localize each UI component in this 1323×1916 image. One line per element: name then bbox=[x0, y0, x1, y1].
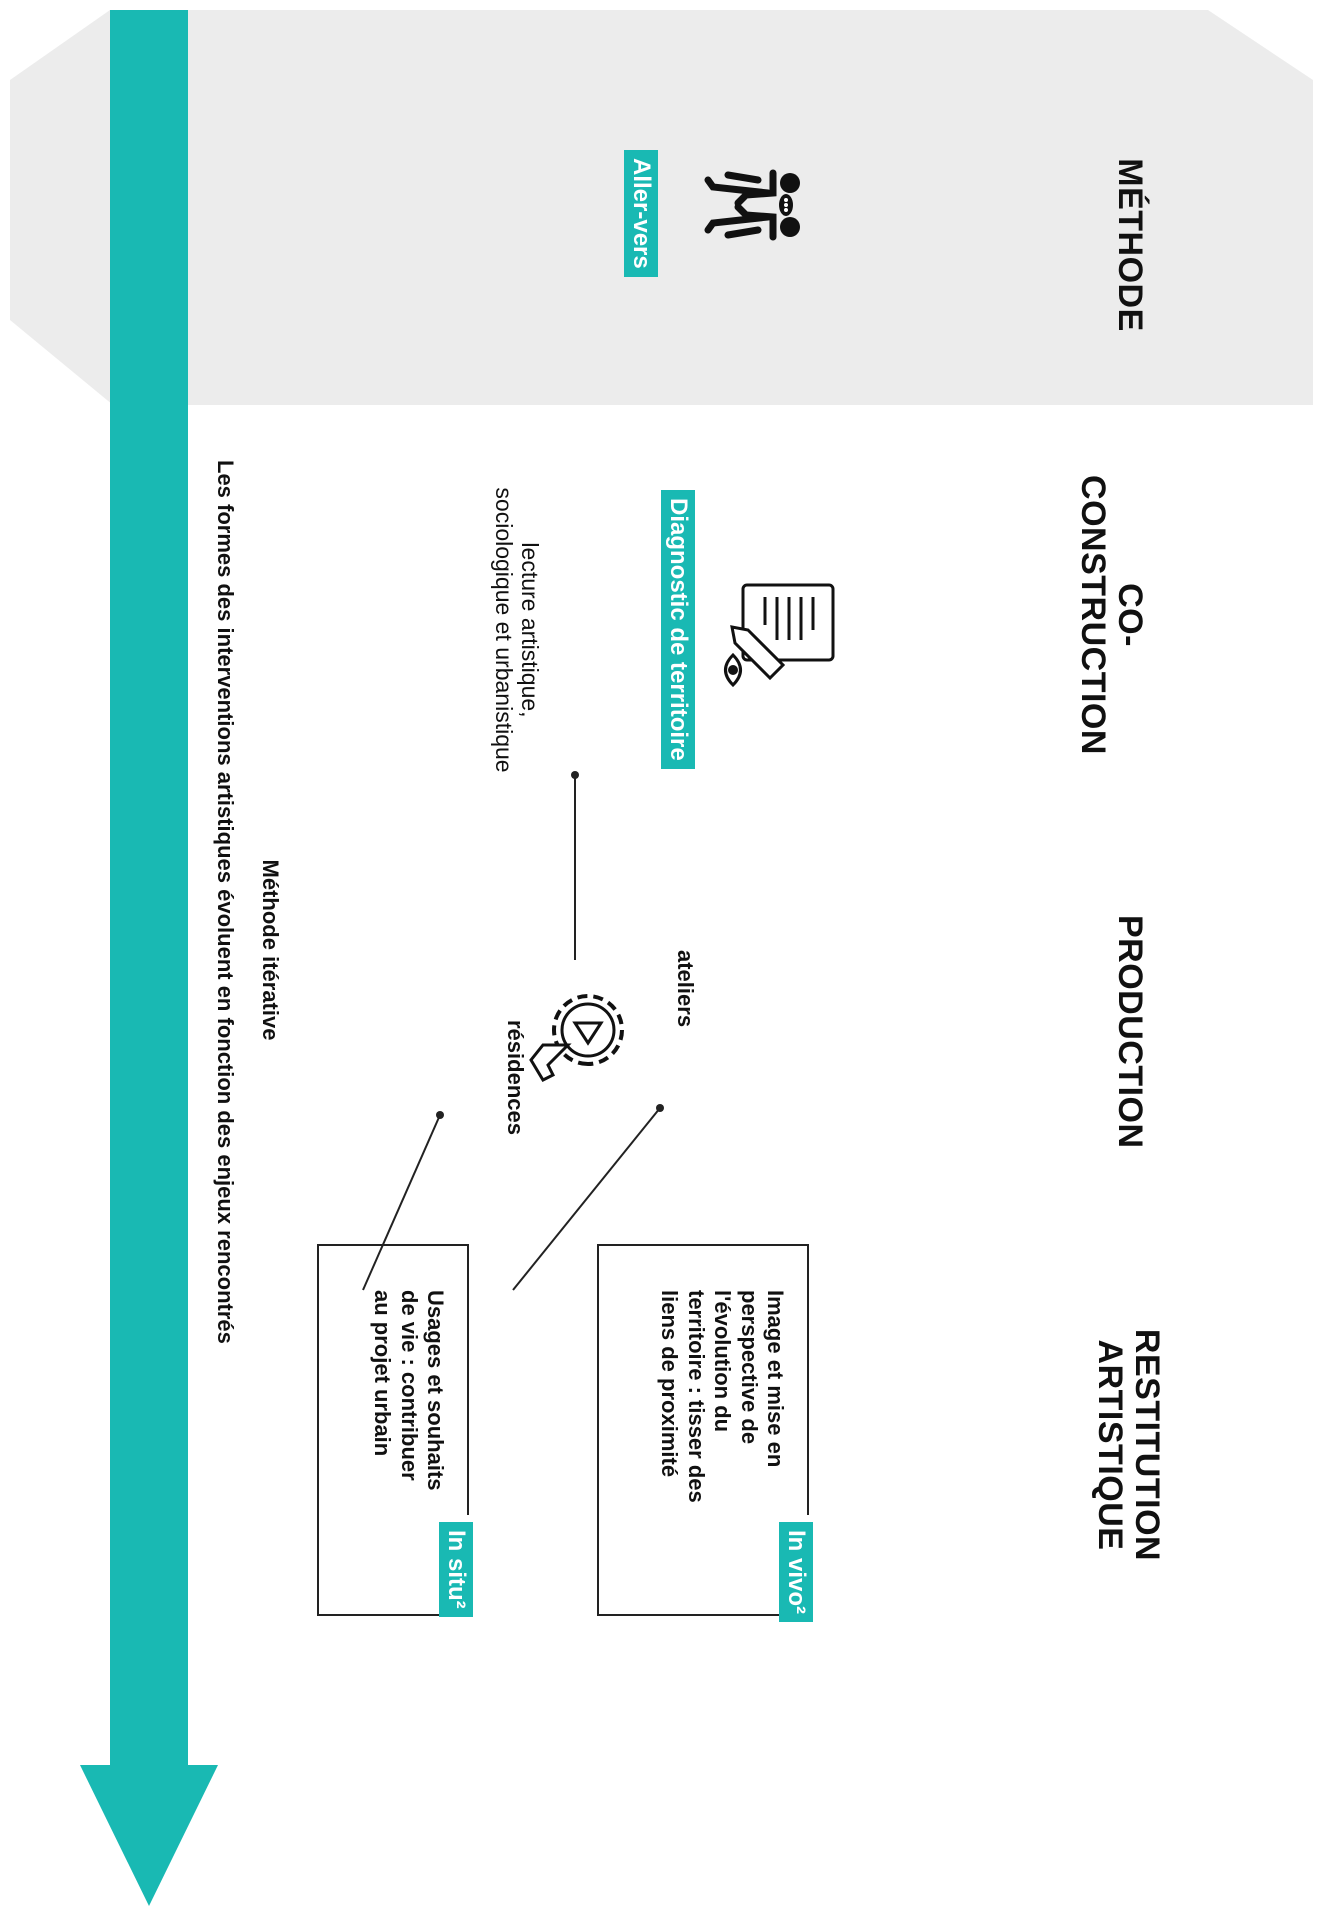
timeline-arrowhead bbox=[80, 1765, 218, 1906]
insitu-text: Usages et souhaits de vie : contribuer a… bbox=[370, 1290, 448, 1491]
connector-dot-1 bbox=[571, 771, 579, 779]
tag-in-situ: In situ² bbox=[439, 1522, 473, 1617]
header-restitution: RESTITUTION ARTISTIQUE bbox=[1090, 1328, 1166, 1562]
tag-in-vivo: In vivo² bbox=[779, 1522, 813, 1623]
two-people-talking-icon bbox=[704, 169, 800, 241]
insitu-box bbox=[317, 1244, 469, 1616]
header-methode: MÉTHODE bbox=[1111, 158, 1149, 332]
tag-diagnostic: Diagnostic de territoire bbox=[661, 490, 695, 769]
label-methode-iterative: Méthode itérative bbox=[258, 859, 283, 1041]
document-eye-pen-icon bbox=[724, 583, 835, 688]
invivo-text: Image et mise en perspective de l'évolut… bbox=[657, 1290, 788, 1503]
header-production: PRODUCTION bbox=[1111, 915, 1149, 1149]
connector-production-insitu bbox=[362, 1114, 441, 1291]
label-ateliers: ateliers bbox=[673, 950, 698, 1028]
label-residences: résidences bbox=[503, 1020, 528, 1135]
gear-hand-icon bbox=[529, 994, 624, 1082]
connector-production-invivo bbox=[512, 1107, 661, 1291]
method-panel bbox=[10, 10, 1313, 405]
connector-dot-2 bbox=[656, 1104, 664, 1112]
connector-dot-3 bbox=[436, 1111, 444, 1119]
header-co-construction: CO-CONSTRUCTION bbox=[1073, 475, 1149, 755]
invivo-box bbox=[597, 1244, 809, 1616]
label-formes: Les formes des interventions artistiques… bbox=[213, 460, 238, 1344]
tag-aller-vers: Aller-vers bbox=[624, 150, 658, 277]
timeline-bar bbox=[110, 10, 188, 1765]
diagnostic-description: lecture artistique, sociologique et urba… bbox=[490, 487, 543, 773]
